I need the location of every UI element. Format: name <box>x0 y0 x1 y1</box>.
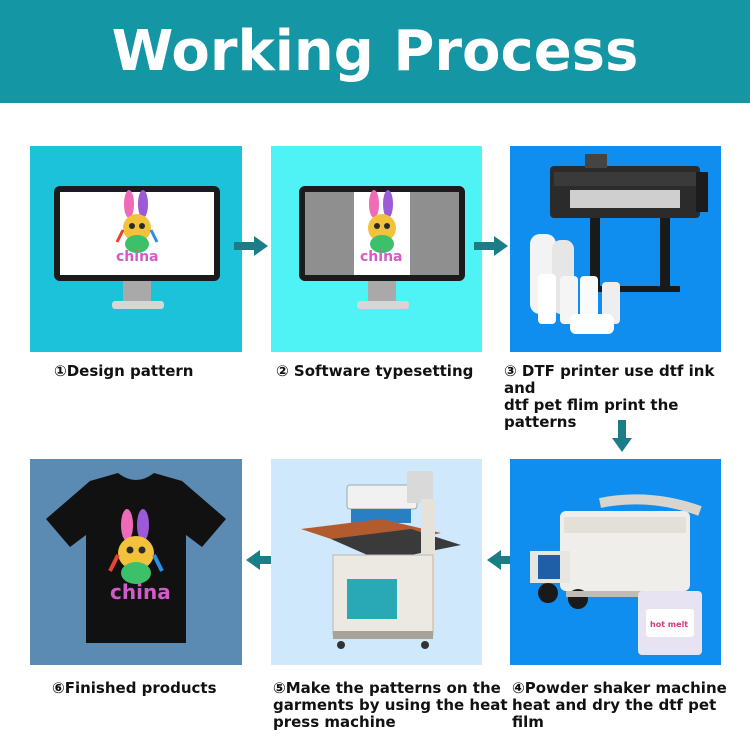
art-text: china <box>360 249 402 265</box>
monitor-software-icon: china <box>299 186 465 309</box>
page-title: Working Process <box>111 19 639 84</box>
step-1-caption: ①Design pattern <box>54 362 194 380</box>
dtf-printer-icon <box>530 154 708 334</box>
tshirt-icon: china <box>46 473 226 643</box>
step-1-panel: china <box>30 146 242 352</box>
arrow-right-icon <box>234 236 268 256</box>
step-4-caption: ④Powder shaker machine heat and dry the … <box>512 679 727 731</box>
step-2-panel: china <box>271 146 482 352</box>
monitor-design-icon: china <box>54 186 220 309</box>
art-text: china <box>110 580 171 604</box>
heat-press-icon <box>301 471 461 649</box>
art-text: china <box>116 249 158 265</box>
step-3-panel <box>510 146 721 352</box>
arrow-right-icon <box>474 236 508 256</box>
step-2-caption: ② Software typesetting <box>276 362 474 380</box>
step-6-caption: ⑥Finished products <box>52 679 217 697</box>
arrow-down-icon <box>612 420 632 452</box>
bag-label: hot melt <box>650 620 688 629</box>
arrow-left-icon <box>246 550 278 570</box>
step-5-caption: ⑤Make the patterns on the garments by us… <box>273 679 508 731</box>
step-5-panel <box>271 459 482 665</box>
step-4-panel: hot melt <box>510 459 721 665</box>
header-banner: Working Process <box>0 0 750 103</box>
step-3-caption: ③ DTF printer use dtf ink and dtf pet fl… <box>504 362 715 431</box>
step-6-panel: china <box>30 459 242 665</box>
powder-shaker-icon: hot melt <box>530 494 702 655</box>
